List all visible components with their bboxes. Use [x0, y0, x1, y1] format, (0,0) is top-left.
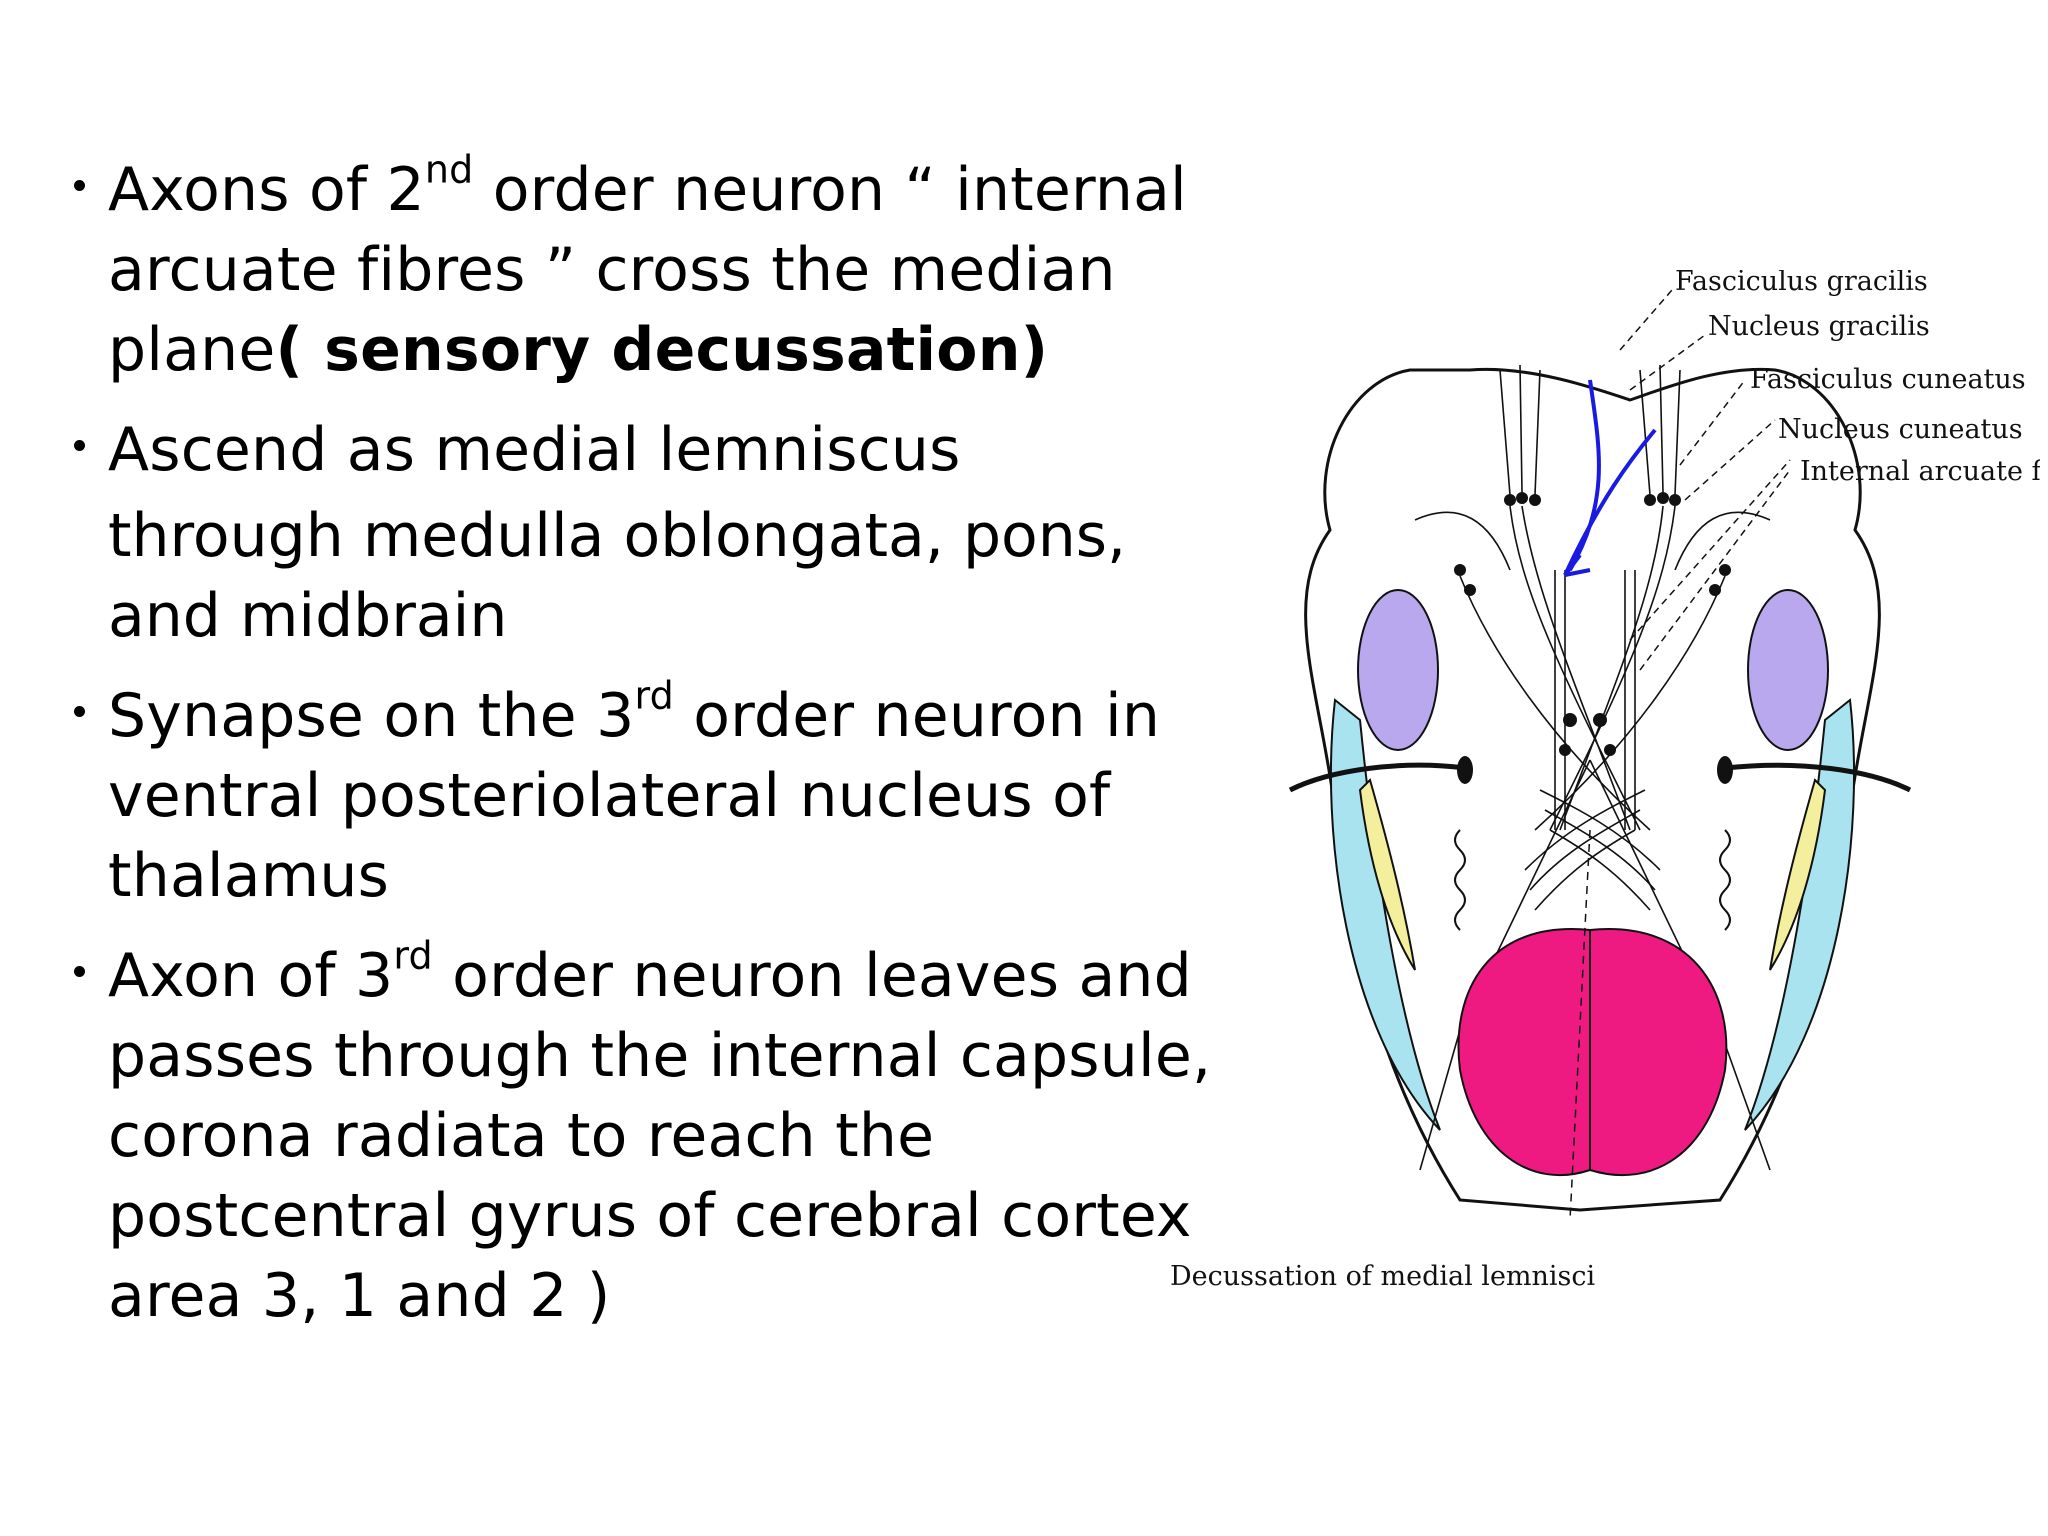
bullet-2-text: Ascend as medial lemniscus [108, 415, 961, 485]
label-decussation: Decussation of medial lemnisci [1170, 1261, 1596, 1292]
label-internal-arcuate-fibers: Internal arcuate fibers [1800, 456, 2040, 487]
bullet-dot [74, 706, 85, 717]
arrow-annotation [1563, 379, 1657, 577]
right-yellow-band [1769, 778, 1827, 971]
bullet-1: Axons of 2nd order neuron “ internal arc… [62, 150, 1212, 390]
label-nucleus-gracilis: Nucleus gracilis [1708, 311, 1930, 342]
bullet-4: Axon of 3rd order neuron leaves and pass… [62, 936, 1212, 1336]
right-purple-region [1747, 589, 1829, 751]
bullet-2: Ascend as medial lemniscus [62, 410, 1212, 490]
label-fasciculus-cuneatus: Fasciculus cuneatus [1750, 364, 2026, 395]
bullet-3: Synapse on the 3rd order neuron in ventr… [62, 676, 1212, 916]
bullet-1-text: Axons of 2nd order neuron “ internal arc… [108, 147, 1187, 385]
bullet-2-continuation: through medulla oblongata, pons, and mid… [108, 501, 1127, 651]
right-pyramid [1589, 928, 1728, 1176]
bullet-dot [74, 180, 85, 191]
bullet-3-text: Synapse on the 3rd order neuron in ventr… [108, 673, 1161, 911]
left-pyramid [1457, 928, 1591, 1176]
left-yellow-band [1358, 778, 1416, 971]
left-purple-region [1357, 589, 1439, 751]
bullet-list: Axons of 2nd order neuron “ internal arc… [62, 150, 1212, 1356]
label-fasciculus-gracilis: Fasciculus gracilis [1675, 270, 1928, 297]
bullet-dot [74, 440, 85, 451]
medulla-cross-section-diagram: Fasciculus gracilis Nucleus gracilis Fas… [1160, 270, 2040, 1330]
bullet-dot [74, 966, 85, 977]
label-nucleus-cuneatus: Nucleus cuneatus [1778, 414, 2023, 445]
bullet-4-text: Axon of 3rd order neuron leaves and pass… [108, 933, 1212, 1331]
